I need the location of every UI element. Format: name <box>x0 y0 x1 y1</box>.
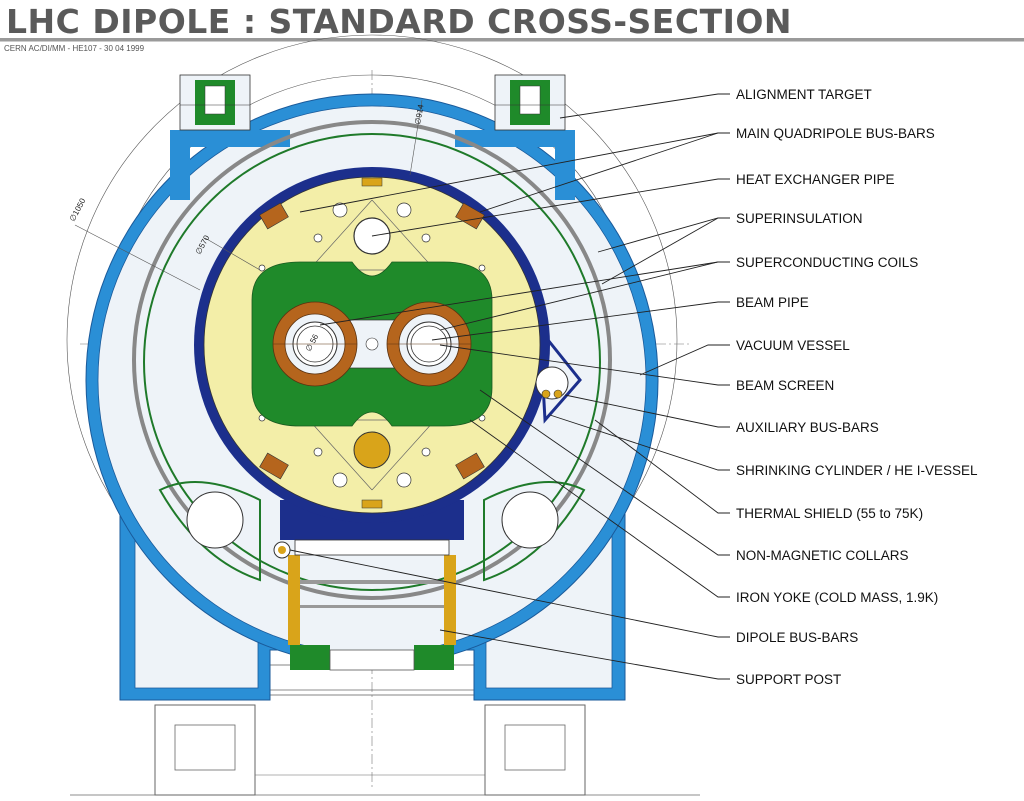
label-thermal-shield: THERMAL SHIELD (55 to 75K) <box>736 506 923 521</box>
alignment-target-left <box>179 74 251 131</box>
main-quadripole-bus-bars <box>259 177 485 509</box>
dipole-bus-bars <box>273 541 291 559</box>
label-auxiliary-bus-bars: AUXILIARY BUS-BARS <box>736 420 879 435</box>
support-post <box>280 500 464 671</box>
document-reference: CERN AC/DI/MM - HE107 - 30 04 1999 <box>4 44 145 53</box>
label-beam-screen: BEAM SCREEN <box>736 378 834 393</box>
label-main-quadripole-bus-bars: MAIN QUADRIPOLE BUS-BARS <box>736 126 935 141</box>
title-rule <box>0 38 1024 42</box>
label-superconducting-coils: SUPERCONDUCTING COILS <box>736 255 918 270</box>
yoke-hole-lower <box>353 431 391 469</box>
label-beam-pipe: BEAM PIPE <box>736 295 809 310</box>
label-dipole-bus-bars: DIPOLE BUS-BARS <box>736 630 858 645</box>
component-labels: ALIGNMENT TARGET MAIN QUADRIPOLE BUS-BAR… <box>736 87 978 687</box>
superconducting-coil-left <box>272 301 358 387</box>
label-iron-yoke: IRON YOKE (COLD MASS, 1.9K) <box>736 590 938 605</box>
label-superinsulation: SUPERINSULATION <box>736 211 863 226</box>
label-alignment-target: ALIGNMENT TARGET <box>736 87 872 102</box>
label-non-magnetic-collars: NON-MAGNETIC COLLARS <box>736 548 909 563</box>
page-title: LHC DIPOLE : STANDARD CROSS-SECTION <box>6 2 792 41</box>
label-heat-exchanger-pipe: HEAT EXCHANGER PIPE <box>736 172 895 187</box>
superconducting-coil-right <box>386 301 472 387</box>
superinsulation <box>132 120 612 600</box>
vacuum-vessel-diameter-label: ∅1050 <box>68 196 88 223</box>
label-vacuum-vessel: VACUUM VESSEL <box>736 338 850 353</box>
leader-lines <box>289 93 730 680</box>
auxiliary-bus-bars <box>535 366 569 400</box>
label-support-post: SUPPORT POST <box>736 672 841 687</box>
thermal-shield-saddles <box>158 481 586 582</box>
alignment-target-right <box>494 74 566 131</box>
thermal-shield-diameter-label: ∅914 <box>413 103 425 125</box>
yoke-holes <box>258 202 486 488</box>
label-shrinking-cylinder: SHRINKING CYLINDER / HE I-VESSEL <box>736 463 978 478</box>
